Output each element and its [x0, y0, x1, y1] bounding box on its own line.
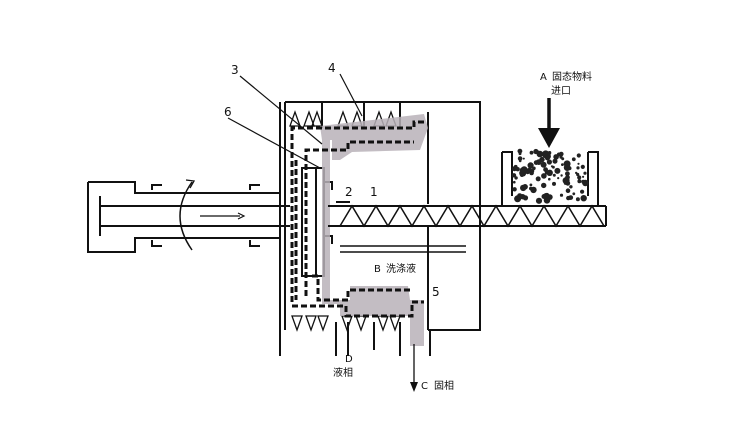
label-1: 1 — [370, 185, 378, 199]
solid-particle — [533, 148, 539, 155]
label-5: 5 — [432, 285, 440, 299]
solid-particle — [546, 159, 553, 165]
solid-particle — [517, 148, 523, 154]
solid-particle — [529, 150, 534, 155]
solid-particle — [529, 183, 533, 187]
label-6: 6 — [224, 105, 232, 119]
label-d-text: 液相 — [333, 366, 353, 379]
solid-particle — [565, 171, 570, 177]
label-3: 3 — [231, 63, 239, 77]
solid-particle — [541, 173, 547, 179]
solid-particle — [552, 173, 556, 177]
label-c-letter: C — [421, 381, 428, 392]
solid-particle — [577, 162, 580, 165]
solid-particle — [576, 166, 580, 170]
solid-particle — [552, 158, 558, 164]
solid-particle — [529, 169, 532, 172]
label-b-text: 洗涤液 — [386, 262, 416, 275]
hydraulic-cylinder — [87, 181, 290, 253]
solid-particle — [533, 160, 539, 166]
solid-particle — [580, 164, 585, 169]
solid-particle — [580, 189, 585, 194]
solid-particle — [552, 181, 556, 186]
label-a-letter: A — [540, 72, 547, 83]
solid-particle — [515, 167, 520, 172]
leader-lines — [227, 73, 363, 169]
solid-particle — [512, 187, 517, 192]
label-b-letter: B — [374, 264, 381, 275]
solid-particle — [580, 195, 587, 202]
solid-particle — [572, 192, 576, 196]
solid-particle — [565, 175, 570, 180]
solid-particle — [542, 150, 550, 158]
solid-particle — [536, 150, 539, 153]
solid-particle — [569, 185, 573, 189]
solid-particle — [563, 164, 571, 172]
solid-particle — [553, 154, 559, 160]
screen-dashed-outline — [290, 120, 424, 318]
solid-particle — [517, 156, 523, 161]
bottom-filter-teeth — [291, 315, 401, 332]
solid-particle — [541, 182, 547, 189]
solid-particle — [577, 175, 582, 180]
feed-arrow — [538, 98, 560, 148]
solid-particle — [522, 157, 525, 160]
solid-particle — [583, 171, 587, 175]
solid-particle — [541, 194, 547, 199]
solid-particle — [511, 173, 517, 178]
solid-particles — [511, 148, 589, 204]
solid-particle — [577, 179, 582, 184]
solid-particle — [535, 176, 541, 182]
solid-particle — [575, 197, 580, 202]
label-d-letter: D — [345, 354, 353, 365]
solid-outlet-arrow — [410, 344, 418, 392]
screw-conveyor — [328, 204, 607, 228]
label-c-text: 固相 — [434, 379, 454, 392]
solid-particle — [557, 177, 560, 180]
solid-particle — [513, 180, 516, 184]
solid-particle — [561, 163, 564, 167]
solid-particle — [561, 157, 565, 161]
label-a-line1: 固态物料 — [552, 70, 592, 83]
solid-particle — [566, 195, 571, 201]
solid-particle — [540, 161, 547, 168]
solid-particle — [575, 171, 578, 175]
solid-particle — [576, 153, 581, 158]
solid-particle — [535, 197, 543, 204]
solid-particle — [543, 167, 548, 173]
solid-particle — [522, 195, 529, 201]
label-a-line2: 进口 — [551, 85, 571, 97]
label-2: 2 — [345, 185, 353, 199]
solid-particle — [519, 172, 525, 177]
solid-particle — [520, 166, 528, 174]
solid-particle — [546, 169, 553, 176]
solid-particle — [550, 165, 554, 168]
solid-particle — [559, 193, 564, 197]
solid-particle — [545, 155, 550, 161]
solid-particle — [518, 152, 522, 156]
solid-particle — [581, 179, 586, 184]
solid-particle — [520, 184, 527, 192]
feed-hopper — [501, 151, 599, 206]
solid-particle — [518, 159, 522, 163]
solid-particle — [548, 177, 551, 181]
reciprocating-arc — [179, 181, 193, 251]
solid-particle — [532, 166, 536, 171]
solid-particle — [527, 162, 534, 169]
label-4: 4 — [328, 61, 336, 75]
solid-particle — [560, 174, 563, 177]
solid-particle — [565, 188, 571, 193]
solid-particle — [582, 175, 585, 178]
solid-particle — [556, 168, 560, 172]
solid-particle — [571, 157, 576, 162]
solid-particle — [529, 186, 533, 191]
solid-particle — [583, 182, 587, 186]
